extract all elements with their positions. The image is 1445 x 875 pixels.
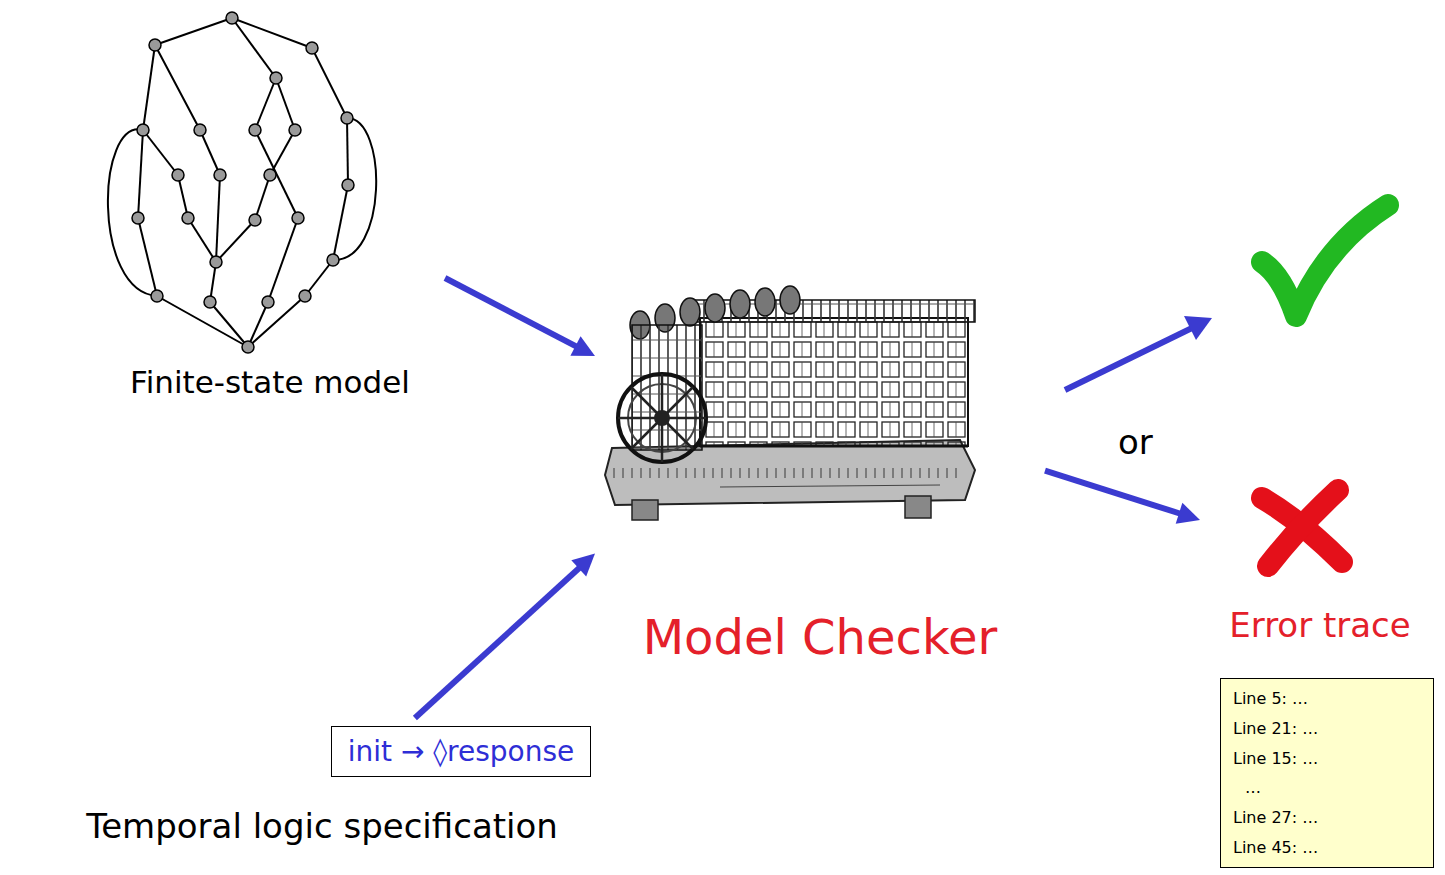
arrow-head [1176, 503, 1200, 524]
formula-box: init → ◊response [331, 726, 592, 777]
cross-mark [1262, 490, 1342, 566]
input-arrow [1045, 471, 1200, 524]
figure-label: Temporal logic specification [86, 806, 558, 846]
arrow-line [415, 566, 582, 718]
arrow-line [445, 278, 579, 348]
arrow-line [1045, 471, 1183, 515]
figure-label: Finite-state model [130, 364, 410, 400]
trace-line: Line 21: … [1233, 719, 1421, 738]
state-dots [132, 12, 354, 353]
result-label: Error trace [1229, 605, 1410, 645]
specification: init → ◊responseTemporal logic specifica… [15, 718, 635, 853]
trace-line: Line 5: … [1233, 689, 1421, 708]
output-arrow [1065, 316, 1212, 390]
trace-line: Line 15: … [1233, 749, 1421, 768]
arrow-head [571, 554, 595, 577]
arrow-head [570, 336, 595, 356]
difference-engine [605, 286, 975, 520]
state-graph [108, 18, 376, 347]
trace-line: Line 27: … [1233, 808, 1421, 827]
input-arrow [445, 278, 595, 356]
note-label: or [1118, 422, 1153, 462]
model-checker: Model Checker [595, 285, 1045, 680]
trace-line: … [1233, 778, 1421, 797]
title-label: Model Checker [643, 609, 998, 665]
trace-line: Line 45: … [1233, 838, 1421, 857]
check-mark [1262, 205, 1388, 316]
model-figure: Finite-state model [95, 10, 445, 410]
error-result: Error trace [1200, 480, 1440, 650]
input-arrow [415, 554, 595, 718]
trace-box: Line 5: … Line 21: … Line 15: … … Line 27: …… [1220, 678, 1434, 868]
